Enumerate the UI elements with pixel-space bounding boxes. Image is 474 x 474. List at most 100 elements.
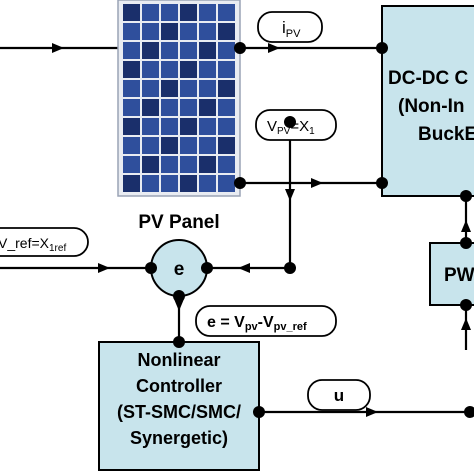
- dot-converter-bottom: [460, 190, 472, 202]
- pv-cell: [180, 4, 197, 21]
- reference-tag: V_ref=X1ref: [0, 227, 89, 257]
- pv-cells: [123, 4, 235, 192]
- pv-cell: [180, 23, 197, 40]
- converter-box: [381, 5, 474, 197]
- controller-line1: Nonlinear: [137, 350, 220, 370]
- pv-cell: [142, 80, 159, 97]
- pv-cell: [142, 42, 159, 59]
- pv-cell: [199, 118, 216, 135]
- pv-cell: [123, 4, 140, 21]
- dot-panel-top: [234, 42, 246, 54]
- pv-cell: [199, 4, 216, 21]
- pv-cell: [199, 23, 216, 40]
- pv-cell: [123, 61, 140, 78]
- controller-line2: Controller: [136, 376, 222, 396]
- svg-text:V_ref=X1ref: V_ref=X1ref: [0, 235, 66, 254]
- dot-pwm-bottom: [460, 299, 472, 311]
- pv-cell: [218, 99, 235, 116]
- output-tag-label: u: [334, 386, 344, 405]
- pv-cell: [123, 80, 140, 97]
- pv-cell: [218, 80, 235, 97]
- pv-cell: [218, 23, 235, 40]
- controller-line4: Synergetic): [130, 428, 228, 448]
- arrow-error-down: [174, 299, 184, 311]
- dot-converter-mid: [376, 177, 388, 189]
- pv-cell: [218, 175, 235, 192]
- pv-cell: [142, 99, 159, 116]
- pv-cell: [199, 175, 216, 192]
- arrow-pwm-in: [461, 318, 471, 330]
- svg-text:e = Vpv-Vpv_ref: e = Vpv-Vpv_ref: [207, 314, 307, 333]
- dot-feedback-corner: [284, 262, 296, 274]
- svg-text:iPV: iPV: [282, 18, 301, 40]
- pv-panel: PV Panel: [117, 0, 241, 233]
- pwm-block: PW: [429, 242, 474, 306]
- pv-cell: [161, 23, 178, 40]
- reference-tag-text: V_ref=X: [0, 235, 50, 251]
- pv-cell: [161, 61, 178, 78]
- arrow-feedback: [238, 263, 250, 273]
- pv-cell: [218, 61, 235, 78]
- dot-output-right: [464, 406, 474, 418]
- arrow-current: [268, 43, 280, 53]
- pv-cell: [180, 99, 197, 116]
- pv-cell: [142, 61, 159, 78]
- dot-controller-top: [173, 336, 185, 348]
- pv-cell: [199, 42, 216, 59]
- converter-line2: (Non-In: [398, 96, 464, 117]
- arrow-voltage: [311, 178, 323, 188]
- pv-cell: [180, 137, 197, 154]
- junction-dots: [145, 42, 474, 418]
- dot-sum-left: [145, 262, 157, 274]
- pv-cell: [123, 42, 140, 59]
- pv-cell: [199, 80, 216, 97]
- pv-cell: [142, 23, 159, 40]
- pv-cell: [180, 156, 197, 173]
- arrow-voltage-down: [285, 189, 295, 201]
- pv-cell: [142, 156, 159, 173]
- arrowheads: [52, 43, 471, 417]
- pv-cell: [123, 156, 140, 173]
- converter-line3: BuckE: [418, 124, 474, 145]
- summing-label: e: [174, 259, 185, 280]
- dot-sum-right: [201, 262, 213, 274]
- dot-sum-bottom: [173, 290, 185, 302]
- pv-cell: [161, 4, 178, 21]
- voltage-tag-v: V: [267, 118, 277, 135]
- pv-cell: [142, 175, 159, 192]
- pv-cell: [218, 137, 235, 154]
- voltage-tag-sub: PV: [277, 126, 291, 137]
- pv-cell: [180, 118, 197, 135]
- arrow-output: [366, 407, 378, 417]
- converter-block: DC-DC C (Non-In BuckE: [381, 5, 474, 197]
- controller-line3: (ST-SMC/SMC/: [117, 402, 241, 422]
- error-tag: e = Vpv-Vpv_ref: [195, 305, 337, 337]
- pv-cell: [161, 137, 178, 154]
- pv-cell: [123, 118, 140, 135]
- arrow-reference: [98, 263, 110, 273]
- pv-cell: [142, 118, 159, 135]
- pv-cell: [161, 175, 178, 192]
- error-tag-sub1: pv: [245, 321, 259, 333]
- pv-cell: [123, 23, 140, 40]
- dot-panel-mid: [234, 177, 246, 189]
- error-tag-dash: -V: [258, 314, 274, 331]
- error-tag-e: e = V: [207, 314, 245, 331]
- dot-voltage-tag: [284, 116, 296, 128]
- error-tag-pill: [195, 305, 337, 337]
- pv-cell: [123, 99, 140, 116]
- pv-cell: [218, 4, 235, 21]
- current-tag-main: i: [282, 18, 286, 37]
- pv-cell: [180, 80, 197, 97]
- dot-pwm-top: [460, 237, 472, 249]
- pv-cell: [161, 99, 178, 116]
- error-tag-sub2: pv_ref: [274, 321, 307, 333]
- pv-cell: [180, 42, 197, 59]
- pv-cell: [180, 175, 197, 192]
- voltage-tag-pill: [255, 109, 337, 141]
- pv-cell: [142, 4, 159, 21]
- pv-cell: [218, 156, 235, 173]
- pv-cell: [199, 61, 216, 78]
- reference-tag-pill: [0, 227, 89, 257]
